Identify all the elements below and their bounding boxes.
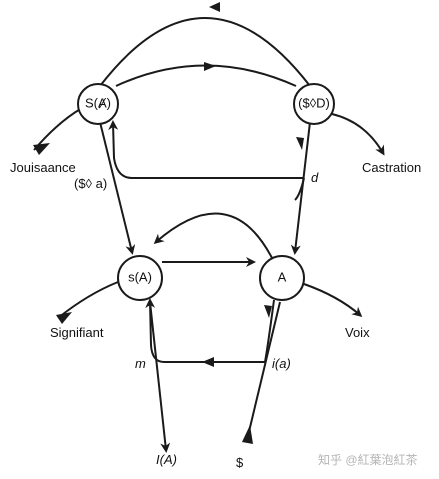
edge-lower-arc bbox=[153, 212, 273, 259]
arrowhead-signifiant bbox=[56, 312, 72, 324]
node-s-a-label: s(A) bbox=[128, 269, 152, 284]
label-i-a: i(a) bbox=[272, 356, 291, 371]
arrowhead-upper-inner bbox=[204, 62, 216, 71]
node-a-label: A bbox=[278, 269, 287, 284]
label-barred-s: $ bbox=[236, 455, 244, 470]
label-castration: Castration bbox=[362, 160, 421, 175]
arrowhead-d-small bbox=[296, 137, 304, 150]
label-d: d bbox=[311, 170, 319, 185]
arrowhead-upper-outer bbox=[209, 2, 220, 12]
edge-upper-left-down bbox=[99, 121, 136, 255]
arrowhead-jouissance bbox=[33, 143, 50, 155]
edge-d-hook bbox=[294, 177, 305, 201]
edge-upper-outer-arc bbox=[99, 17, 311, 87]
node-barred-s-punch-d-label: ($◊D) bbox=[298, 95, 330, 110]
edge-signifiant-in bbox=[57, 281, 119, 319]
node-s-a: s(A) bbox=[117, 255, 163, 301]
node-barred-s-punch-d: ($◊D) bbox=[293, 83, 335, 125]
edge-m-down bbox=[149, 301, 171, 453]
node-a: A bbox=[259, 255, 305, 301]
node-s-barred-a: S(Ⱥ) bbox=[77, 83, 119, 125]
node-s-barred-a-label: S(Ⱥ) bbox=[85, 95, 111, 110]
label-signifiant: Signifiant bbox=[50, 325, 104, 340]
label-m: m bbox=[135, 356, 146, 371]
label-ideal-a: I(A) bbox=[156, 452, 177, 467]
watermark: 知乎 @紅葉泡紅茶 bbox=[318, 452, 418, 467]
edge-jouissance-in bbox=[33, 107, 83, 151]
arrowhead-lower-return-mid bbox=[202, 357, 214, 367]
arrowhead-barred-s bbox=[242, 425, 253, 444]
edge-castration-out bbox=[331, 113, 385, 156]
edge-barred-s-up bbox=[246, 301, 281, 441]
label-voix: Voix bbox=[345, 325, 370, 340]
edge-lower-return bbox=[145, 298, 265, 363]
edge-upper-return bbox=[108, 120, 304, 179]
label-barred-s-punch-a: ($◊ a) bbox=[74, 176, 107, 191]
arrowhead-ia-small bbox=[264, 305, 272, 318]
edge-voix-out bbox=[303, 283, 363, 317]
label-jouissance: Jouisaance bbox=[10, 160, 76, 175]
